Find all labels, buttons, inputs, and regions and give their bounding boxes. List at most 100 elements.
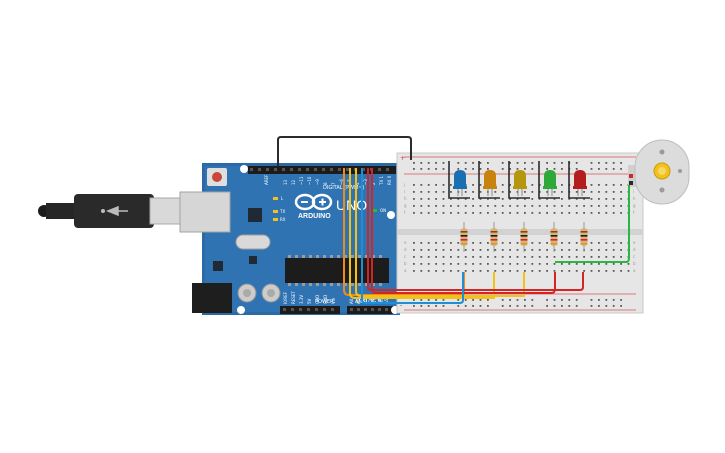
digital-pin-label: 13 (283, 179, 288, 185)
breadboard-hole (598, 162, 600, 164)
row-letter: b (633, 261, 636, 266)
breadboard-hole (487, 270, 489, 272)
wire-red-2[interactable] (367, 168, 584, 291)
breadboard-hole (479, 168, 482, 170)
header-hole (299, 308, 302, 311)
breadboard-hole (538, 212, 541, 214)
breadboard-hole (598, 270, 600, 272)
breadboard-hole (561, 212, 563, 214)
tx-label: TX (279, 209, 285, 214)
breadboard-hole (501, 256, 504, 258)
breadboard-hole (546, 162, 548, 164)
breadboard-hole (524, 205, 526, 207)
breadboard-hole (620, 242, 622, 244)
resistor[interactable] (580, 222, 588, 252)
breadboard-hole (413, 256, 415, 258)
breadboard-hole (590, 270, 593, 272)
wire-orange-1[interactable] (343, 168, 465, 296)
breadboard-hole (612, 242, 615, 244)
breadboard-hole (494, 249, 497, 251)
breadboard-hole (442, 299, 445, 301)
row-letter: h (633, 196, 636, 201)
breadboard-hole (531, 168, 534, 170)
breadboard-hole (472, 263, 474, 265)
breadboard-hole (457, 198, 460, 200)
header-hole (378, 308, 381, 311)
breadboard-hole (479, 184, 482, 186)
wire-blue[interactable] (361, 168, 464, 304)
breadboard-hole (487, 212, 489, 214)
breadboard-hole (457, 263, 460, 265)
led[interactable] (573, 170, 587, 196)
breadboard-hole (531, 299, 534, 301)
breadboard-hole (457, 249, 460, 251)
led[interactable] (483, 170, 497, 196)
row-letter: b (404, 261, 407, 266)
breadboard-hole (598, 184, 600, 186)
breadboard-hole (516, 249, 519, 251)
breadboard-hole (598, 299, 600, 301)
power-pin-label: Vin (331, 297, 336, 304)
resistor[interactable] (520, 222, 528, 252)
breadboard-hole (605, 299, 608, 301)
breadboard-hole (620, 168, 622, 170)
breadboard-hole (524, 299, 526, 301)
power-pin-label: IOREF (283, 291, 288, 304)
row-letter: a (404, 268, 407, 273)
breadboard-hole (620, 270, 622, 272)
led[interactable] (543, 170, 557, 196)
breadboard-hole (561, 305, 563, 307)
wire-yellow-2[interactable] (355, 168, 525, 297)
resistor[interactable] (550, 222, 558, 252)
breadboard-hole (575, 270, 578, 272)
led[interactable] (453, 170, 467, 196)
wire-yellow-1[interactable] (349, 168, 495, 299)
resistor[interactable] (460, 222, 468, 252)
breadboard-hole (420, 263, 423, 265)
resistor[interactable] (490, 222, 498, 252)
breadboard-hole (457, 242, 460, 244)
breadboard-hole (479, 205, 482, 207)
breadboard-hole (612, 249, 615, 251)
power-pin-label: 3.3V (299, 295, 304, 304)
row-letter: d (633, 247, 636, 252)
breadboard-hole (494, 256, 497, 258)
led[interactable] (513, 170, 527, 196)
wire-green-motor[interactable] (555, 185, 630, 263)
header-hole (323, 308, 326, 311)
breadboard-hole (516, 198, 519, 200)
breadboard-hole (598, 212, 600, 214)
l-label: L (281, 196, 284, 201)
breadboard-hole (442, 184, 445, 186)
breadboard-hole (427, 249, 430, 251)
breadboard-hole (427, 168, 430, 170)
breadboard-hole (420, 198, 423, 200)
header-hole (250, 168, 253, 171)
breadboard-hole (472, 168, 474, 170)
breadboard-hole (427, 198, 430, 200)
analog-header (347, 306, 393, 314)
breadboard-hole (450, 191, 452, 193)
breadboard-hole (494, 263, 497, 265)
breadboard-hole (575, 242, 578, 244)
breadboard-hole (605, 198, 608, 200)
breadboard-hole (501, 205, 504, 207)
breadboard-hole (553, 263, 556, 265)
dc-motor[interactable] (628, 139, 690, 205)
breadboard-hole (590, 162, 593, 164)
breadboard-hole (524, 168, 526, 170)
breadboard-hole (472, 242, 474, 244)
breadboard-hole (524, 270, 526, 272)
breadboard-hole (479, 191, 482, 193)
breadboard-hole (516, 242, 519, 244)
breadboard-hole (620, 184, 622, 186)
breadboard-hole (627, 263, 630, 265)
header-hole (364, 308, 367, 311)
breadboard-hole (501, 249, 504, 251)
wire-black-gnd[interactable] (277, 136, 412, 166)
breadboard-hole (516, 205, 519, 207)
breadboard-hole (575, 191, 578, 193)
breadboard-hole (442, 249, 445, 251)
breadboard-hole (420, 162, 423, 164)
breadboard-hole (553, 212, 556, 214)
